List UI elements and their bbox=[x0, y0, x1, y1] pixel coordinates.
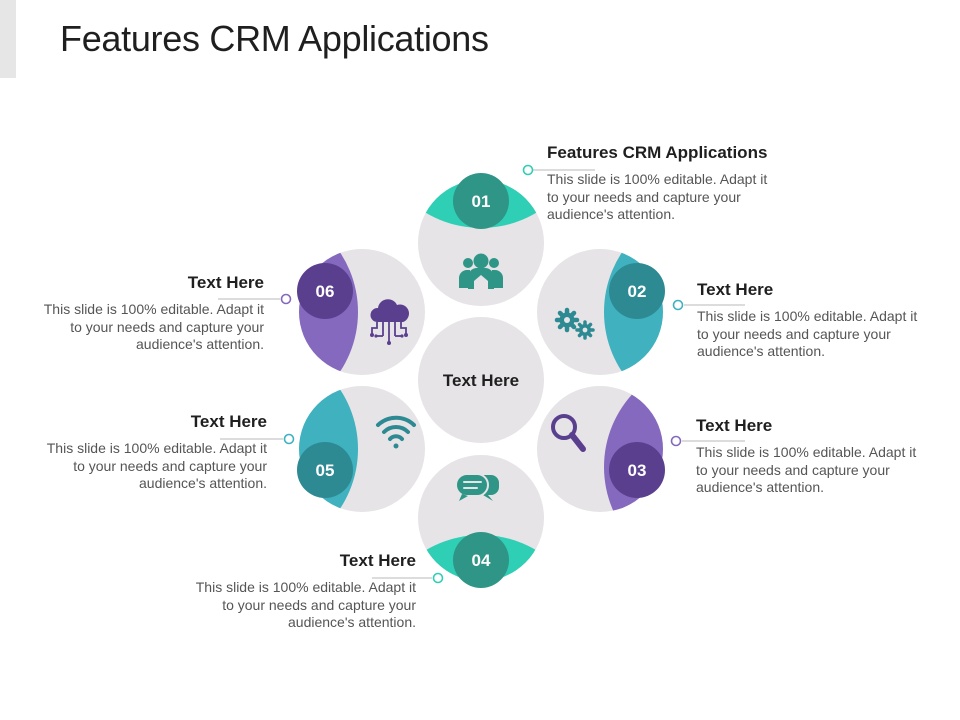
step-03-label: Text Here This slide is 100% editable. A… bbox=[696, 416, 921, 497]
connector-dot-02 bbox=[672, 299, 684, 311]
badge-number-05: 05 bbox=[316, 461, 335, 480]
step-02-label: Text Here This slide is 100% editable. A… bbox=[697, 280, 922, 361]
step-02-text: This slide is 100% editable. Adapt it to… bbox=[697, 308, 918, 359]
badge-05 bbox=[297, 442, 353, 498]
step-04-heading: Text Here bbox=[339, 551, 416, 570]
connector-dot-04 bbox=[432, 572, 444, 584]
step-01-label: Features CRM Applications This slide is … bbox=[547, 143, 777, 224]
step-05-label: Text Here This slide is 100% editable. A… bbox=[40, 412, 267, 493]
badge-02 bbox=[609, 263, 665, 319]
connector-dot-05 bbox=[283, 433, 295, 445]
badge-number-06: 06 bbox=[316, 282, 335, 301]
step-05-heading: Text Here bbox=[190, 412, 267, 431]
step-06-text: This slide is 100% editable. Adapt it to… bbox=[43, 301, 264, 352]
step-04-label: Text Here This slide is 100% editable. A… bbox=[190, 551, 416, 632]
badge-04 bbox=[453, 532, 509, 588]
users-icon bbox=[459, 253, 503, 289]
wifi-icon bbox=[376, 415, 416, 449]
step-04-text: This slide is 100% editable. Adapt it to… bbox=[195, 579, 416, 630]
badge-06 bbox=[297, 263, 353, 319]
step-06-label: Text Here This slide is 100% editable. A… bbox=[38, 273, 264, 354]
connector-dot-01 bbox=[522, 164, 534, 176]
step-03-text: This slide is 100% editable. Adapt it to… bbox=[696, 444, 917, 495]
step-01-heading: Features CRM Applications bbox=[547, 143, 768, 162]
badge-01 bbox=[453, 173, 509, 229]
badge-number-01: 01 bbox=[472, 192, 491, 211]
chat-bubbles-icon bbox=[455, 473, 499, 501]
step-01-text: This slide is 100% editable. Adapt it to… bbox=[547, 171, 768, 222]
gears-icon bbox=[554, 307, 595, 340]
badge-03 bbox=[609, 442, 665, 498]
connector-dot-06 bbox=[280, 293, 292, 305]
cloud-network-icon bbox=[370, 299, 410, 345]
badge-number-03: 03 bbox=[628, 461, 647, 480]
center-label: Text Here bbox=[443, 371, 519, 390]
center-circle bbox=[418, 317, 544, 443]
badge-number-04: 04 bbox=[472, 551, 491, 570]
magnifier-icon bbox=[551, 414, 586, 452]
slide-edge-bar bbox=[0, 0, 16, 78]
badge-number-02: 02 bbox=[628, 282, 647, 301]
slide-title: Features CRM Applications bbox=[60, 18, 489, 59]
step-03-heading: Text Here bbox=[696, 416, 773, 435]
step-06-heading: Text Here bbox=[187, 273, 264, 292]
step-05-text: This slide is 100% editable. Adapt it to… bbox=[46, 440, 267, 491]
step-02-heading: Text Here bbox=[697, 280, 774, 299]
connector-dot-03 bbox=[670, 435, 682, 447]
